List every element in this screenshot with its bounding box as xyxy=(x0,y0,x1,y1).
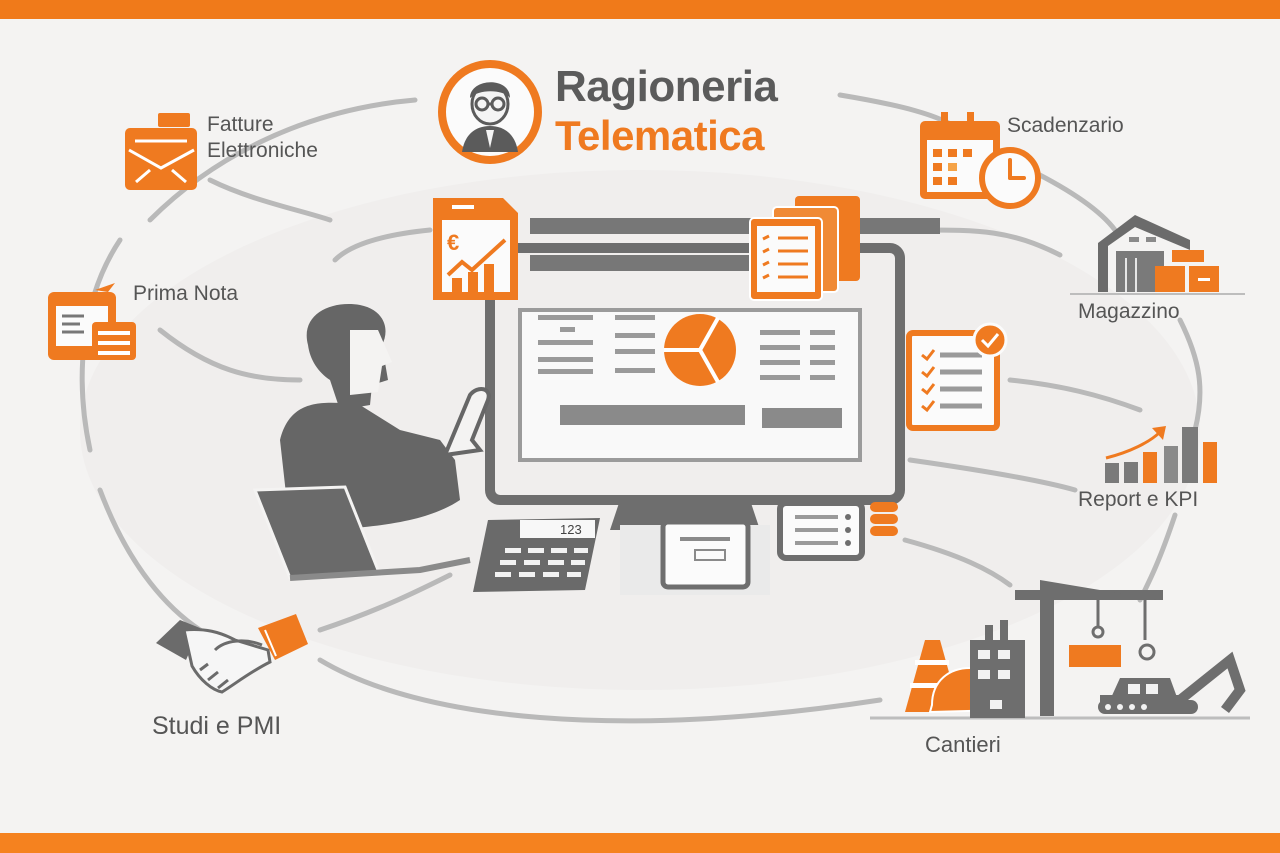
node-cantieri[interactable]: Cantieri xyxy=(925,732,1001,757)
svg-text:€: € xyxy=(447,230,459,255)
envelope-invoice-icon xyxy=(125,113,197,190)
pie-chart-icon xyxy=(664,314,736,386)
receipt-document-icon xyxy=(620,519,770,595)
tablet-list-icon xyxy=(777,500,865,561)
calendar-clock-icon xyxy=(920,112,1041,209)
node-scadenzario[interactable]: Scadenzario xyxy=(1007,114,1124,137)
brand-title-line1: Ragioneria xyxy=(555,62,778,111)
warehouse-boxes-icon xyxy=(1070,215,1245,295)
checklist-approved-icon xyxy=(906,322,1008,431)
diagram-stage: € xyxy=(0,19,1280,833)
top-accent-bar xyxy=(0,0,1280,19)
accountant-avatar-icon xyxy=(438,60,542,164)
connection-lines: € xyxy=(48,60,1250,724)
node-label: Elettroniche xyxy=(207,139,318,162)
ledger-documents-icon xyxy=(48,283,136,360)
calculator-icon: 123 xyxy=(473,518,600,592)
node-prima-nota[interactable]: Prima Nota xyxy=(133,282,239,305)
monitor-icon xyxy=(485,218,940,530)
euro-growth-document-icon: € xyxy=(433,198,518,300)
handshake-icon xyxy=(156,614,308,694)
bar-chart-growth-icon xyxy=(1105,426,1217,483)
node-fatture-elettroniche[interactable]: Fatture Elettroniche xyxy=(207,112,318,164)
bottom-accent-bar xyxy=(0,833,1280,853)
construction-site-icon xyxy=(870,580,1250,720)
coins-icon xyxy=(870,502,898,536)
node-label: Fatture xyxy=(207,113,274,136)
accountant-person-illustration xyxy=(252,304,491,581)
node-magazzino[interactable]: Magazzino xyxy=(1078,300,1180,323)
node-report-kpi[interactable]: Report e KPI xyxy=(1078,488,1199,511)
node-studi-pmi[interactable]: Studi e PMI xyxy=(152,712,282,740)
svg-text:123: 123 xyxy=(560,522,582,537)
stacked-list-documents-icon xyxy=(749,196,860,301)
brand-title-line2: Telematica xyxy=(555,112,765,159)
